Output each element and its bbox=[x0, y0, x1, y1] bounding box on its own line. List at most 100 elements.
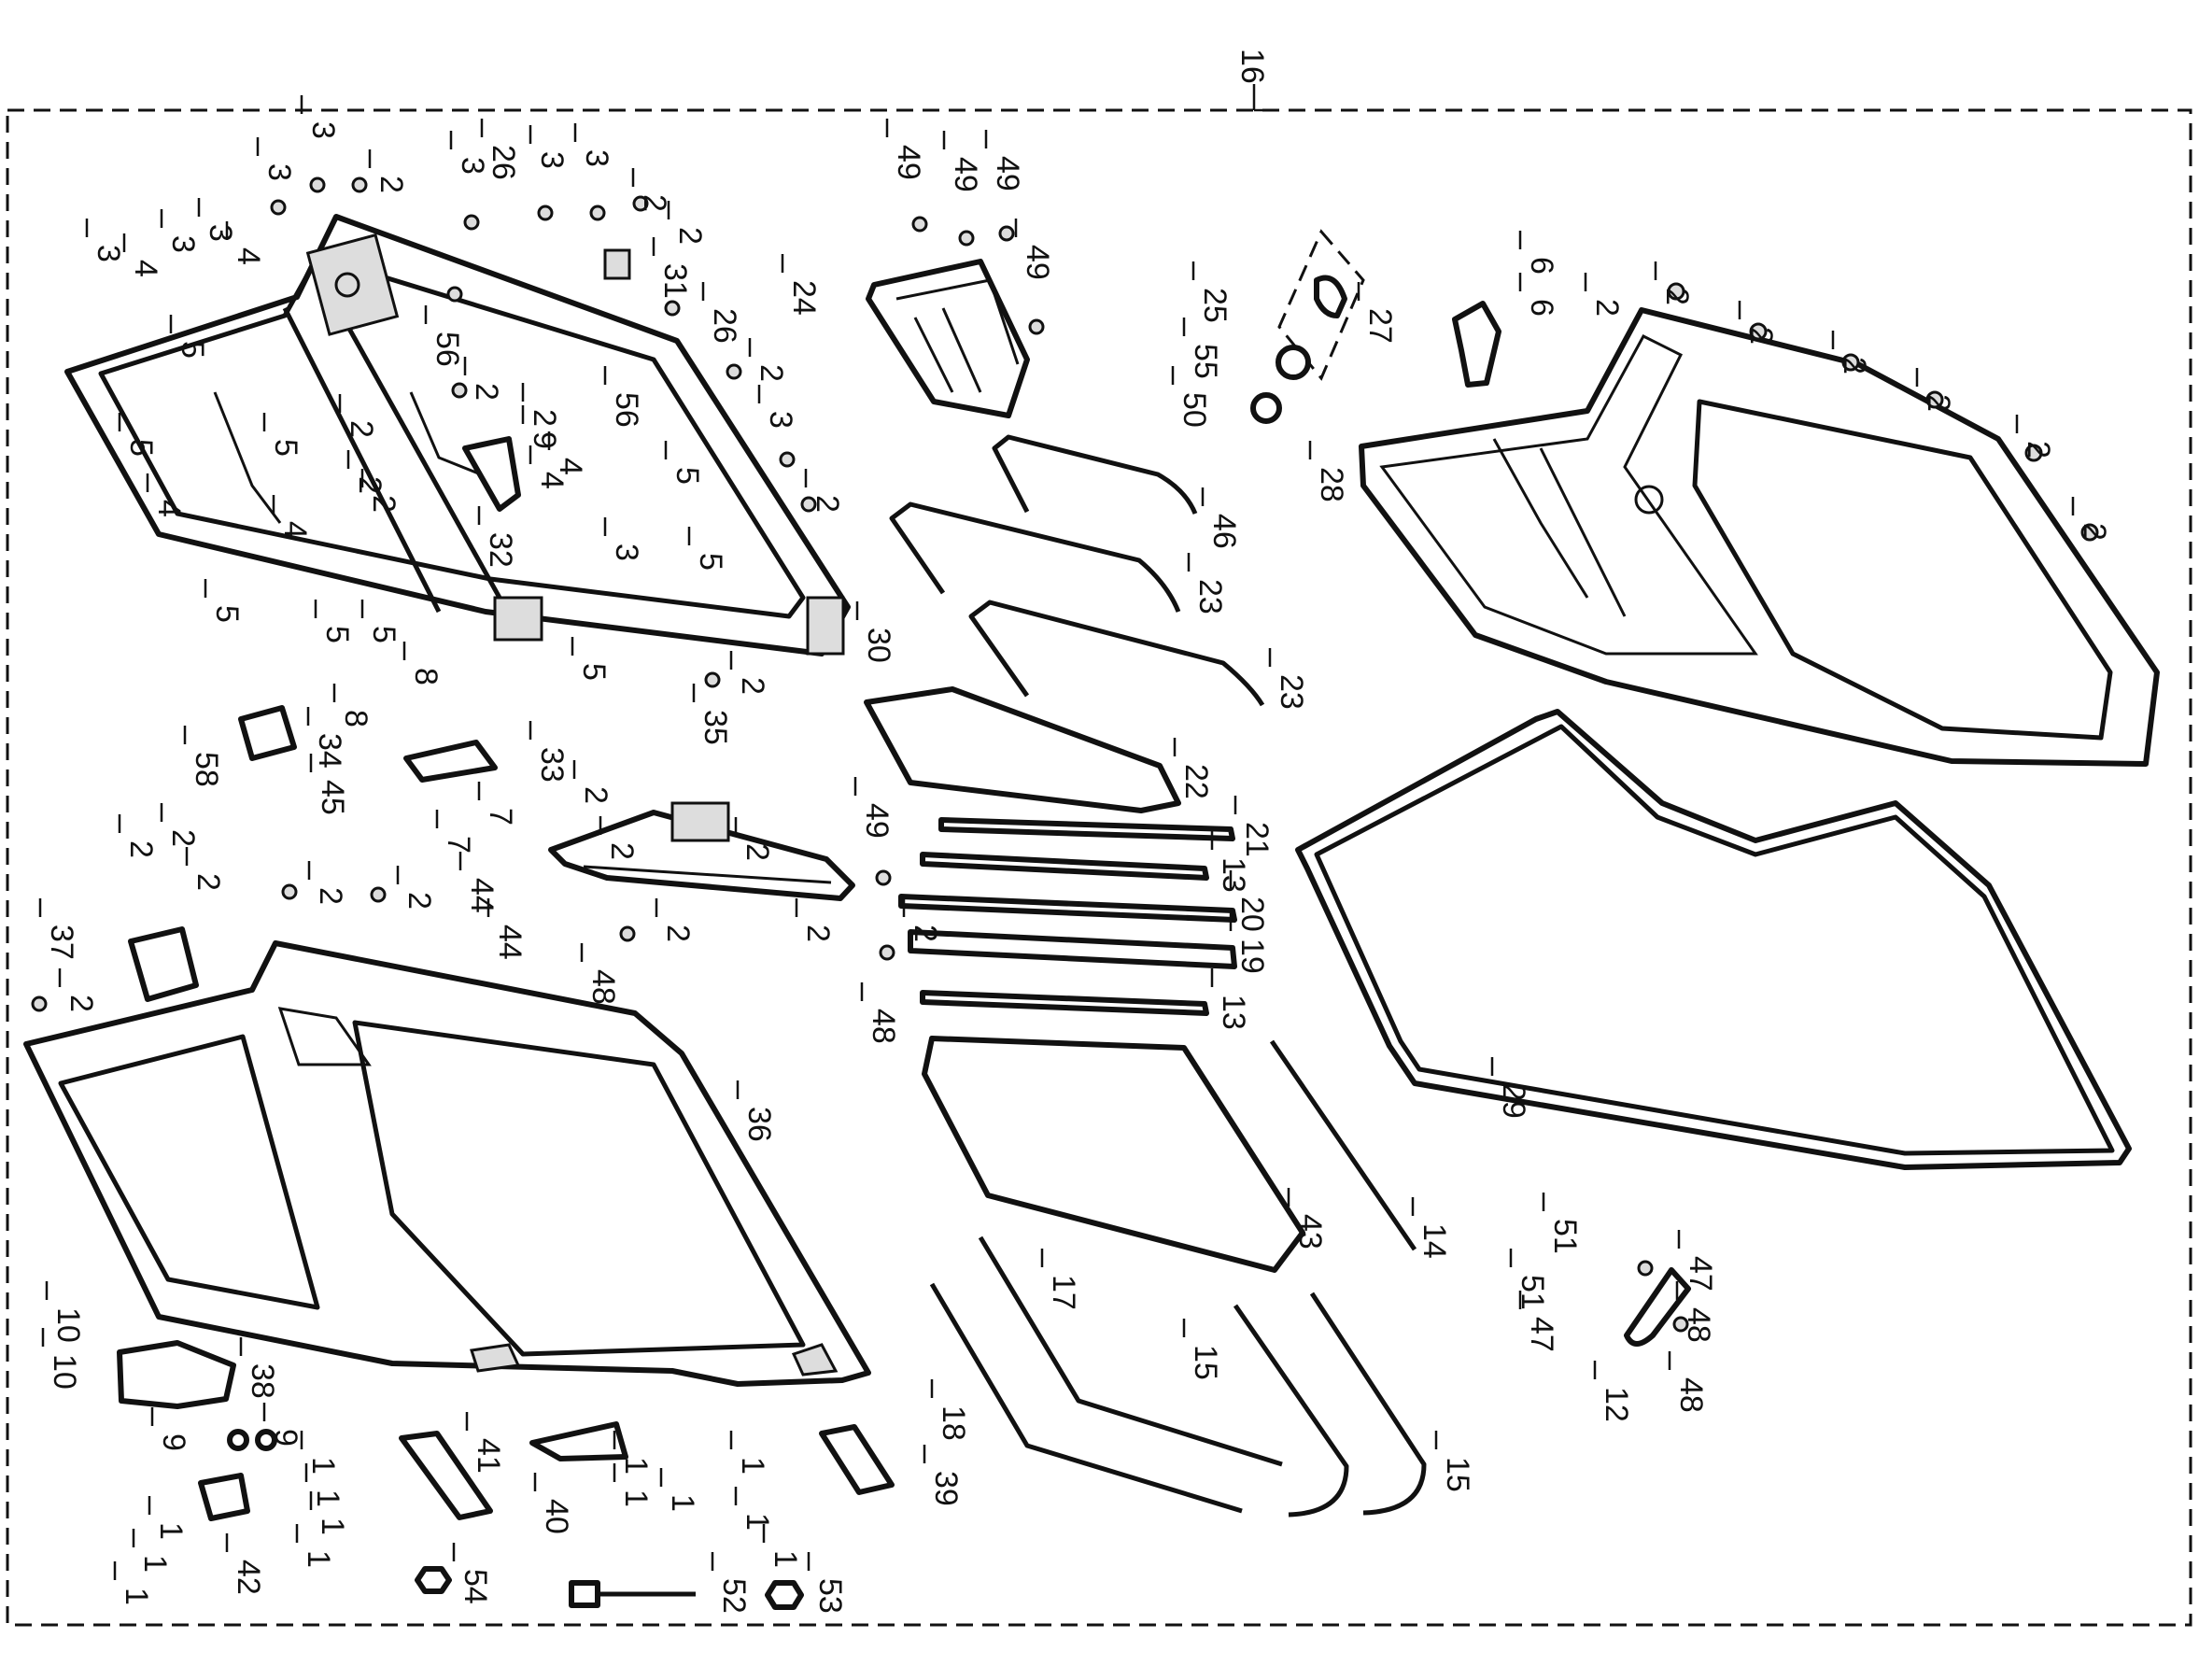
callout-2r: 2 bbox=[604, 842, 640, 860]
callout-6b: 6 bbox=[1524, 299, 1559, 317]
callout-5c: 5 bbox=[268, 439, 303, 457]
callout-56b: 56 bbox=[609, 392, 644, 428]
callout-4a: 4 bbox=[128, 260, 163, 277]
callout-55: 55 bbox=[1188, 344, 1223, 379]
strip-20 bbox=[898, 894, 1237, 923]
callout-29: 29 bbox=[1496, 1083, 1531, 1119]
seal-46 bbox=[992, 434, 1198, 515]
callout-49e: 49 bbox=[859, 803, 895, 839]
callout-2c: 2 bbox=[672, 227, 708, 245]
callout-19: 19 bbox=[1234, 939, 1270, 974]
callout-24: 24 bbox=[786, 280, 822, 316]
callout-2s: 2 bbox=[740, 843, 775, 861]
callout-41: 41 bbox=[471, 1438, 506, 1474]
callout-36: 36 bbox=[741, 1107, 777, 1142]
callout-2w: 2 bbox=[165, 829, 201, 847]
callout-3b: 3 bbox=[261, 163, 297, 181]
callout-5g: 5 bbox=[670, 467, 705, 485]
callout-2n: 2 bbox=[1921, 394, 1956, 412]
callout-1c: 1 bbox=[315, 1518, 350, 1535]
callout-35: 35 bbox=[698, 710, 733, 745]
callout-53: 53 bbox=[812, 1578, 848, 1614]
handle-27 bbox=[1452, 301, 1501, 388]
bracket-33 bbox=[403, 740, 498, 783]
callout-1i: 1 bbox=[665, 1494, 700, 1512]
callout-2f: 2 bbox=[527, 409, 562, 427]
callout-2u: 2 bbox=[800, 925, 836, 942]
callout-28: 28 bbox=[1314, 467, 1349, 502]
callout-12: 12 bbox=[1599, 1387, 1634, 1422]
callout-1a: 1 bbox=[305, 1457, 341, 1475]
callout-1e: 1 bbox=[137, 1555, 173, 1573]
callout-3a: 3 bbox=[305, 121, 341, 139]
strip-15a bbox=[1233, 1304, 1349, 1518]
callout-2ab: 2 bbox=[366, 495, 402, 513]
handle-38 bbox=[117, 1340, 236, 1409]
callout-44a: 44 bbox=[464, 878, 500, 913]
callout-9c: 9 bbox=[268, 1429, 303, 1447]
callout-2k: 2 bbox=[1659, 288, 1695, 305]
seal-23b bbox=[968, 600, 1265, 707]
bracket-12 bbox=[1624, 1267, 1691, 1347]
latch-37 bbox=[128, 926, 199, 1002]
callout-7a: 7 bbox=[483, 808, 518, 826]
strip-17 bbox=[978, 1235, 1283, 1467]
callout-2v: 2 bbox=[123, 840, 159, 858]
callout-31: 31 bbox=[657, 263, 693, 299]
outer-door-36 bbox=[23, 940, 871, 1387]
callout-5a: 5 bbox=[175, 341, 210, 359]
callout-2d: 2 bbox=[754, 364, 789, 382]
callout-49b: 49 bbox=[948, 157, 983, 192]
callout-54: 54 bbox=[458, 1569, 493, 1604]
callout-52: 52 bbox=[716, 1578, 752, 1614]
callout-4f: 4 bbox=[553, 458, 588, 475]
callout-2b: 2 bbox=[637, 194, 672, 212]
callout-17: 17 bbox=[1046, 1275, 1081, 1310]
callout-26b: 26 bbox=[707, 308, 742, 344]
fastener-dots bbox=[31, 176, 2099, 1451]
callout-2t: 2 bbox=[660, 925, 696, 942]
callout-13a: 13 bbox=[1216, 857, 1251, 893]
callout-15a: 15 bbox=[1188, 1345, 1223, 1380]
callout-47b: 47 bbox=[1524, 1317, 1559, 1352]
callout-3c: 3 bbox=[165, 235, 201, 253]
hinge-40 bbox=[529, 1421, 628, 1461]
regulator-35 bbox=[548, 801, 855, 901]
callout-49a: 49 bbox=[891, 145, 926, 180]
bracket-34 bbox=[238, 705, 297, 761]
callout-3d: 3 bbox=[203, 224, 238, 242]
callout-2m: 2 bbox=[1837, 357, 1872, 374]
callout-2z: 2 bbox=[402, 892, 437, 910]
callout-5i: 5 bbox=[576, 663, 612, 681]
callout-18: 18 bbox=[936, 1405, 971, 1441]
strip-13b bbox=[920, 990, 1209, 1016]
callout-3f: 3 bbox=[455, 157, 490, 175]
strip-21 bbox=[938, 817, 1235, 841]
callout-45: 45 bbox=[315, 780, 350, 815]
callout-42: 42 bbox=[231, 1560, 266, 1595]
callout-33: 33 bbox=[534, 747, 570, 783]
callout-1h: 1 bbox=[618, 1489, 654, 1507]
callout-5h: 5 bbox=[693, 553, 728, 571]
callout-5b: 5 bbox=[123, 439, 159, 457]
callout-44b: 44 bbox=[492, 925, 528, 960]
callout-10a: 10 bbox=[50, 1307, 86, 1343]
callout-2aa: 2 bbox=[63, 995, 99, 1012]
seal-23a bbox=[889, 501, 1181, 613]
strip-14 bbox=[1269, 1039, 1417, 1251]
callout-37: 37 bbox=[44, 925, 79, 960]
callout-49c: 49 bbox=[990, 156, 1025, 191]
callout-1b: 1 bbox=[310, 1489, 345, 1507]
hinge-42 bbox=[198, 1473, 250, 1521]
callout-2j: 2 bbox=[735, 677, 770, 695]
callout-58: 58 bbox=[189, 752, 224, 787]
bracket-32 bbox=[462, 436, 521, 512]
hinge-41 bbox=[399, 1431, 493, 1520]
callout-3e: 3 bbox=[91, 245, 126, 262]
callout-9a: 9 bbox=[527, 431, 562, 449]
callout-2e: 2 bbox=[469, 383, 504, 401]
callout-30: 30 bbox=[861, 628, 896, 663]
callout-3j: 3 bbox=[609, 544, 644, 561]
